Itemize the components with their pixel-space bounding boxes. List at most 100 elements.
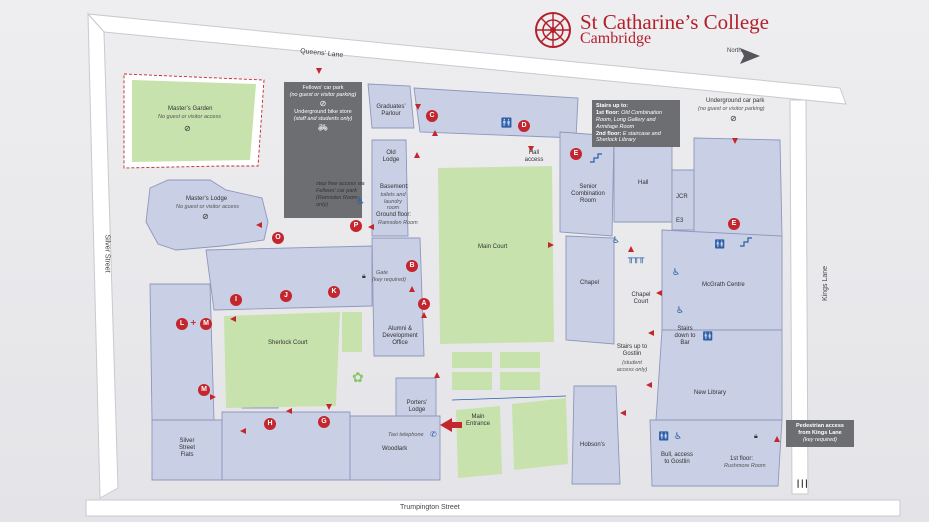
main-court-label: Main Court [478, 244, 508, 250]
arrow-icon [316, 68, 322, 74]
stairs-info-box: Stairs up to: 1st floor: Old Combination… [592, 100, 680, 148]
toilets-icon: 🚻︎ [702, 332, 714, 342]
arrow-icon [648, 330, 654, 336]
plus-icon: + [190, 318, 197, 327]
bollards-icon: ┃┃┃ [796, 480, 809, 488]
hobsons-label: Hobson’s [580, 442, 605, 448]
arrow-icon [368, 224, 374, 230]
sherlock-court-label: Sherlock Court [268, 340, 308, 346]
taxi-telephone-label: Taxi telephone [388, 432, 424, 438]
masters-lodge-label: Master’s Lodge [186, 196, 228, 202]
ground-floor-label: Ground floor: [376, 212, 412, 218]
kings-lane-road [789, 99, 809, 495]
arrow-icon [432, 130, 438, 136]
marker-m-north[interactable]: M [200, 318, 212, 330]
graduates-parlour-label: Graduates’ Parlour [376, 104, 406, 118]
masters-garden-note: No guest or visitor access [158, 114, 221, 120]
college-subtitle: Cambridge [580, 30, 652, 47]
masters-garden-lawn [132, 80, 256, 162]
front-lawn-2 [500, 352, 540, 368]
masters-lodge-building [145, 179, 269, 251]
marker-o[interactable]: O [272, 232, 284, 244]
toilets-icon: 🚻︎ [500, 118, 513, 129]
buildings [145, 83, 783, 487]
entrance-lawn-left [456, 406, 502, 478]
gate-note: (key required) [372, 277, 406, 283]
stairs-glyphs [590, 153, 752, 247]
arrow-icon [421, 312, 427, 318]
picnic-table-icon: ╥╥╥ [628, 254, 645, 264]
old-lodge-building [371, 139, 409, 237]
step-free-note: step free access via Fellows’ car park (… [316, 181, 365, 208]
silver-street-label: Silver Street [103, 234, 111, 273]
second-floor-box-label: 2nd floor: [596, 130, 622, 137]
sherlock-court-lawn [224, 312, 340, 408]
marker-g[interactable]: G [318, 416, 330, 428]
wheelchair-icon: ♿︎ [356, 196, 365, 207]
e3-label: E3 [676, 218, 684, 224]
bike-store-note: (staff and students only) [293, 115, 353, 122]
marker-h[interactable]: H [264, 418, 276, 430]
arrow-icon [656, 290, 662, 296]
wheelchair-icon: ♿︎ [676, 306, 685, 316]
marker-i[interactable]: I [230, 294, 242, 306]
bicycle-icon: 🚲︎ [317, 122, 329, 132]
arrow-icon [256, 222, 262, 228]
first-floor-box-label: 1st floor: [596, 109, 620, 116]
fellows-car-park-note: (no guest or visitor parking) [289, 91, 357, 98]
sherlock-side-lawn [342, 312, 362, 352]
arrow-icon [732, 138, 738, 144]
porters-lodge-label: Porters’ Lodge [406, 400, 428, 414]
wheelchair-icon: ♿︎ [674, 432, 683, 442]
no-entry-icon: ⊘ [730, 114, 737, 123]
hobsons-building [571, 385, 621, 485]
marker-a[interactable]: A [418, 298, 430, 310]
lock-icon: 🔒︎ [754, 432, 758, 440]
marker-e-east[interactable]: E [728, 218, 740, 230]
arrow-icon [548, 242, 554, 248]
arrow-icon [240, 428, 246, 434]
entrance-lawn-right [512, 398, 568, 470]
ground-floor-note: Ramsden Room [378, 220, 418, 226]
stairs-up-gostlin-label: Stairs up to Gostlin [616, 344, 648, 358]
marker-e-north[interactable]: E [570, 148, 582, 160]
north-range-building [413, 87, 579, 139]
no-entry-icon: ⊘ [319, 98, 327, 108]
main-entrance-arrow-icon [440, 418, 452, 432]
marker-l[interactable]: L [176, 318, 188, 330]
marker-d[interactable]: D [518, 120, 530, 132]
front-lawn-3 [452, 372, 492, 390]
main-entrance-arrow-shaft [452, 422, 462, 428]
arrow-icon [414, 152, 420, 158]
silver-street-flats-label: Silver Street Flats [178, 438, 195, 459]
marker-m-south[interactable]: M [198, 384, 210, 396]
sherlock-west-range [149, 283, 215, 421]
marker-c[interactable]: C [426, 110, 438, 122]
silver-street-road [87, 12, 119, 499]
toilets-icon: 🚻︎ [714, 240, 726, 250]
hall-label: Hall [638, 180, 649, 186]
arrow-icon [210, 394, 216, 400]
fellows-car-park-title: Fellows’ car park [302, 85, 344, 91]
pedestrian-note: (key required) [803, 436, 837, 443]
north-arrow-icon [740, 48, 760, 64]
arrow-icon [646, 382, 652, 388]
fellows-car-park-box: Fellows’ car park (no guest or visitor p… [284, 82, 362, 218]
underground-car-park-note: (no guest or visitor parking) [698, 106, 765, 112]
wheelchair-icon: ♿︎ [672, 268, 681, 278]
marker-k[interactable]: K [328, 286, 340, 298]
gate-label: Gate [376, 270, 388, 276]
lock-icon: 🔒︎ [362, 272, 366, 280]
old-lodge-label: Old Lodge [382, 150, 400, 164]
marker-j[interactable]: J [280, 290, 292, 302]
marker-b[interactable]: B [406, 260, 418, 272]
front-lawn-4 [500, 372, 540, 390]
arrow-icon [356, 226, 362, 232]
basement-label: Basement: [380, 184, 409, 190]
senior-combination-room-label: Senior Combination Room [571, 184, 605, 205]
college-title: St Catharine’s College [580, 10, 769, 34]
arrow-icon [774, 436, 780, 442]
alumni-office-label: Alumni & Development Office [382, 326, 418, 347]
arrow-icon [628, 246, 634, 252]
